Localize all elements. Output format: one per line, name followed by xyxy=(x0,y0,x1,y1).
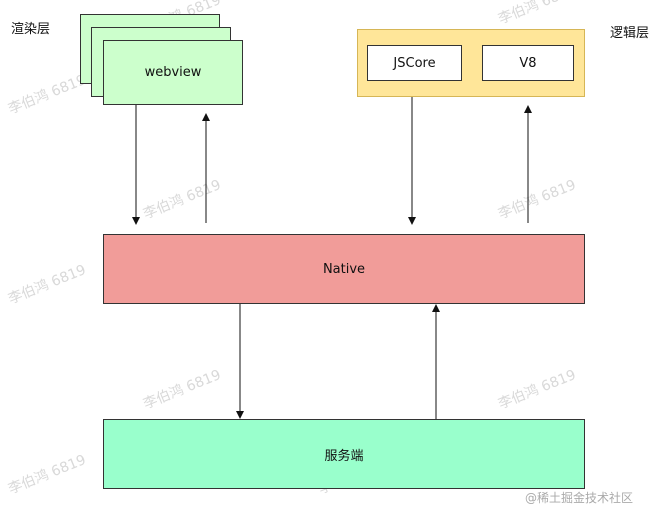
logic-layer-label: 逻辑层 xyxy=(610,26,650,41)
v8-label: V8 xyxy=(519,55,537,71)
native-label: Native xyxy=(322,261,366,277)
render-layer-label: 渲染层 xyxy=(11,22,51,37)
server-box: 服务端 xyxy=(103,419,585,489)
watermark: 李伯鸿 6819 xyxy=(141,177,224,223)
watermark: 李伯鸿 6819 xyxy=(6,72,89,118)
watermark: 李伯鸿 6819 xyxy=(496,367,579,413)
webview-box: webview xyxy=(103,40,243,105)
jscore-box: JSCore xyxy=(367,45,462,81)
native-box: Native xyxy=(103,234,585,304)
jscore-label: JSCore xyxy=(393,55,436,71)
server-label: 服务端 xyxy=(324,448,364,464)
credit-text: @稀土掘金技术社区 xyxy=(525,491,634,505)
watermark: 李伯鸿 6819 xyxy=(496,0,579,28)
watermark: 李伯鸿 6819 xyxy=(6,262,89,308)
v8-box: V8 xyxy=(482,45,574,81)
watermark: 李伯鸿 6819 xyxy=(6,452,89,498)
watermark: 李伯鸿 6819 xyxy=(141,367,224,413)
webview-label: webview xyxy=(144,65,202,80)
watermark: 李伯鸿 6819 xyxy=(496,177,579,223)
